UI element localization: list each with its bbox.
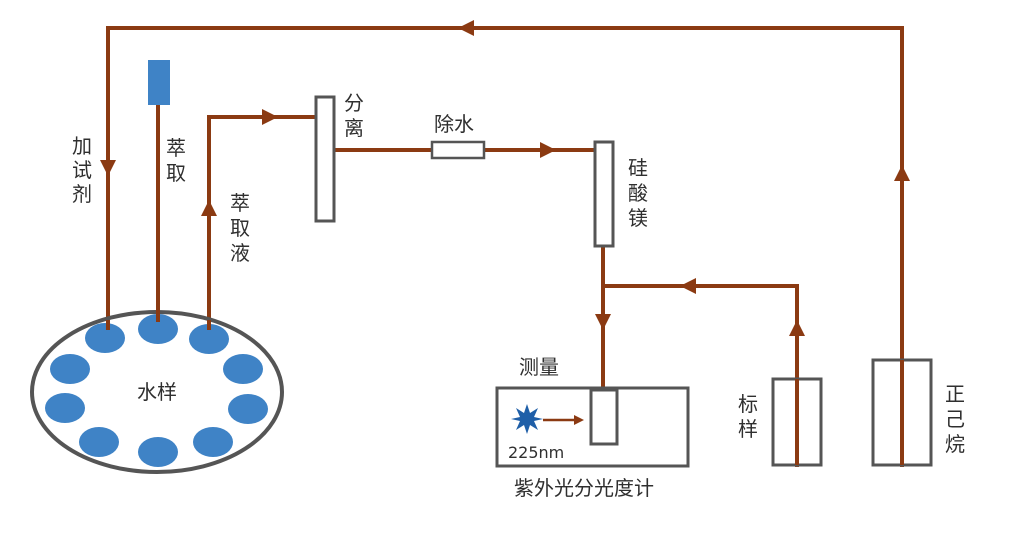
lamp-star-icon — [511, 404, 543, 434]
sample-well — [228, 394, 268, 424]
sample-well — [189, 324, 229, 354]
water-removal-unit — [430, 140, 486, 160]
pipe-hexane-to-reagent — [106, 26, 904, 467]
sample-wells — [45, 314, 268, 467]
separator-column — [314, 95, 336, 223]
sample-well — [193, 427, 233, 457]
sample-well — [45, 393, 85, 423]
label-extract-liquid-2: 取 — [230, 216, 250, 240]
label-add-reagent-2: 试 — [72, 158, 92, 182]
sample-well — [138, 314, 178, 344]
label-add-reagent-1: 加 — [72, 134, 92, 158]
arrow-up-hexane — [894, 165, 910, 181]
label-hexane-1: 正 — [945, 382, 965, 406]
sample-well — [223, 354, 263, 384]
arrow-left-top — [458, 20, 474, 36]
arrow-right-to-mg — [540, 142, 556, 158]
label-mg-silicate-3: 镁 — [628, 206, 648, 230]
label-extract-liquid-3: 液 — [230, 241, 250, 265]
label-spectrophotometer: 紫外光分光度计 — [514, 476, 654, 500]
label-wavelength: 225nm — [508, 443, 564, 462]
sample-well — [50, 354, 90, 384]
label-standard-sample-1: 标 — [738, 392, 758, 416]
pipe-extract-liquid — [207, 115, 318, 332]
arrow-left-standard — [680, 278, 696, 294]
well-pipe-ends — [106, 310, 211, 330]
label-remove-water: 除水 — [434, 112, 474, 136]
label-separate-2: 离 — [344, 116, 364, 140]
label-hexane-2: 己 — [945, 407, 965, 431]
label-extract-liquid-1: 萃 — [230, 191, 250, 215]
light-beam-arrow-icon — [574, 415, 584, 425]
label-extract-2: 取 — [166, 161, 186, 185]
arrow-down-reagent — [100, 160, 116, 176]
label-mg-silicate-1: 硅 — [628, 156, 648, 180]
arrow-up-standard — [789, 320, 805, 336]
sample-well — [138, 437, 178, 467]
label-extract-1: 萃 — [166, 136, 186, 160]
extract-tube-top — [148, 60, 170, 105]
sample-well — [79, 427, 119, 457]
label-mg-silicate-2: 酸 — [628, 181, 648, 205]
label-water-sample: 水样 — [137, 380, 177, 404]
arrow-down-cuvette — [595, 314, 611, 330]
cuvette — [589, 388, 619, 446]
arrow-up-extract-liquid — [201, 200, 217, 216]
sample-well — [85, 323, 125, 353]
arrow-right-to-separator — [262, 109, 278, 125]
label-measure: 测量 — [519, 355, 559, 379]
magnesium-silicate-column — [593, 140, 615, 248]
label-separate-1: 分 — [344, 91, 364, 115]
label-standard-sample-2: 样 — [738, 417, 758, 441]
flow-arrows — [100, 20, 910, 336]
label-hexane-3: 烷 — [945, 432, 965, 456]
label-add-reagent-3: 剂 — [72, 182, 92, 206]
